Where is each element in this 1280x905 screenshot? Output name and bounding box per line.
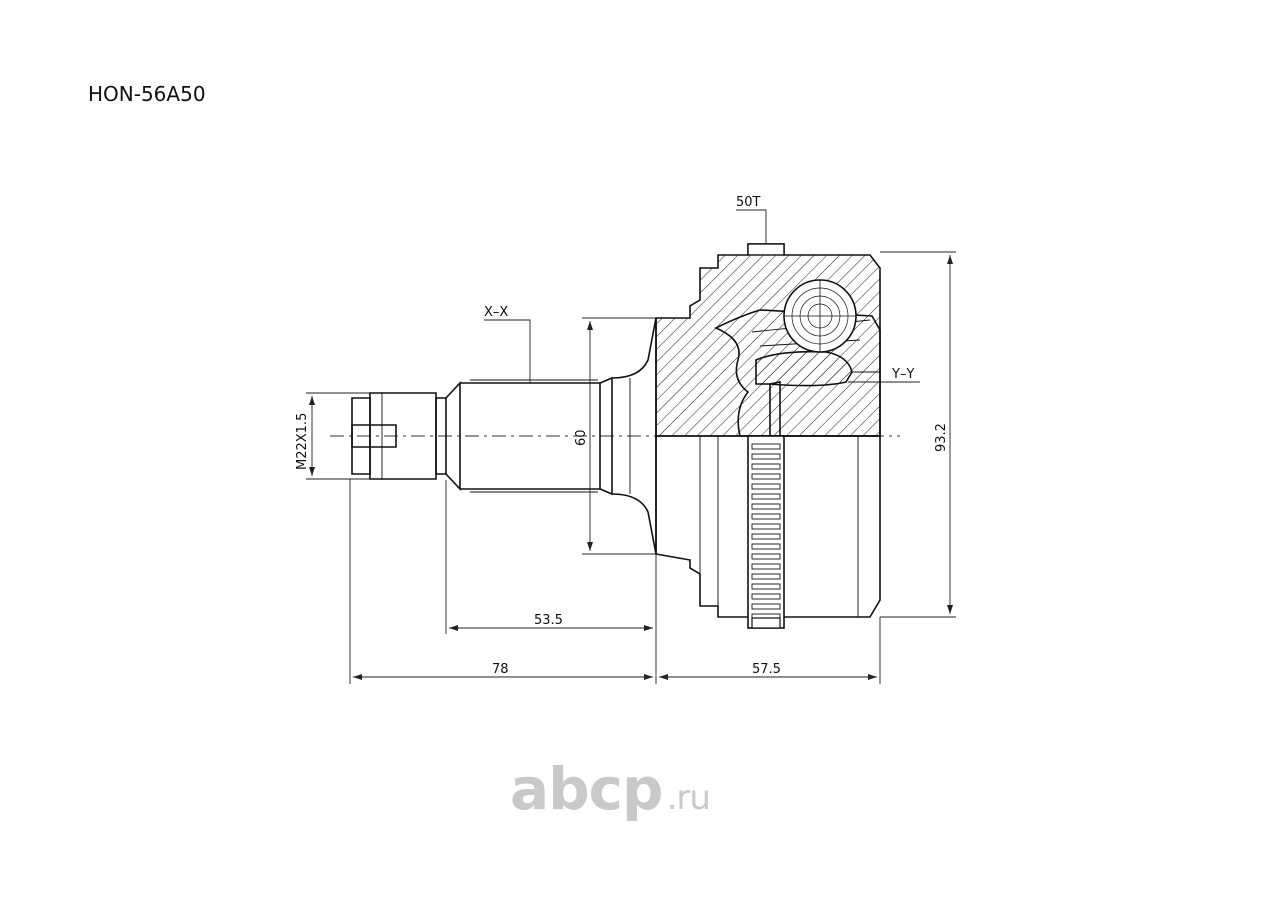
tone-ring-tooth	[751, 543, 781, 550]
tone-ring-tooth	[751, 523, 781, 530]
inner-race	[755, 350, 853, 387]
shaft-diameter-label: 60	[574, 429, 589, 446]
thread-dimension: M22X1.5	[295, 392, 370, 480]
section-y-label: Y–Y	[891, 367, 914, 382]
shaft-diameter-dimension: 60	[574, 317, 656, 555]
tone-ring-tooth	[751, 563, 781, 570]
housing-length-label: 57.5	[752, 662, 781, 677]
total-length-label: 78	[492, 662, 509, 677]
tone-ring-tooth	[751, 533, 781, 540]
inner-race-cavity	[714, 309, 881, 437]
tone-ring-tooth	[751, 463, 781, 470]
teeth-count-tag: 50T	[736, 195, 785, 256]
tone-ring-tooth	[751, 443, 781, 450]
tone-ring-tooth	[751, 593, 781, 600]
tone-ring-tooth	[751, 583, 781, 590]
watermark-domain: .ru	[666, 778, 711, 818]
tone-ring-tooth	[751, 573, 781, 580]
ball-bearing	[783, 279, 857, 353]
housing-stub	[769, 381, 781, 436]
outer-diameter-dimension: 93.2	[880, 251, 956, 618]
watermark-logo: abcp.ru	[510, 755, 711, 823]
tone-ring-tooth	[751, 483, 781, 490]
watermark-brand: abcp	[510, 755, 664, 823]
thread-label: M22X1.5	[295, 413, 310, 470]
spline-length-label: 53.5	[534, 613, 563, 628]
tone-ring-tooth	[751, 493, 781, 500]
part-number-title: HON-56A50	[88, 82, 206, 106]
spline-length-dimension: 53.5	[445, 480, 657, 684]
section-x-label: X–X	[484, 305, 508, 320]
teeth-count-label: 50T	[736, 195, 761, 210]
abs-tone-ring	[747, 435, 785, 629]
tone-ring-tooth	[751, 513, 781, 520]
section-x-callout: X–X	[484, 305, 531, 383]
tone-ring-tooth	[751, 453, 781, 460]
outer-diameter-label: 93.2	[934, 423, 949, 452]
tone-ring-tooth	[751, 553, 781, 560]
threaded-stub	[351, 380, 461, 492]
section-y-callout: Y–Y	[848, 367, 920, 383]
tone-ring-tooth	[751, 503, 781, 510]
tone-ring-tooth	[751, 473, 781, 480]
length-dimensions: 78 57.5	[349, 479, 881, 684]
tone-ring-tooth	[751, 603, 781, 610]
